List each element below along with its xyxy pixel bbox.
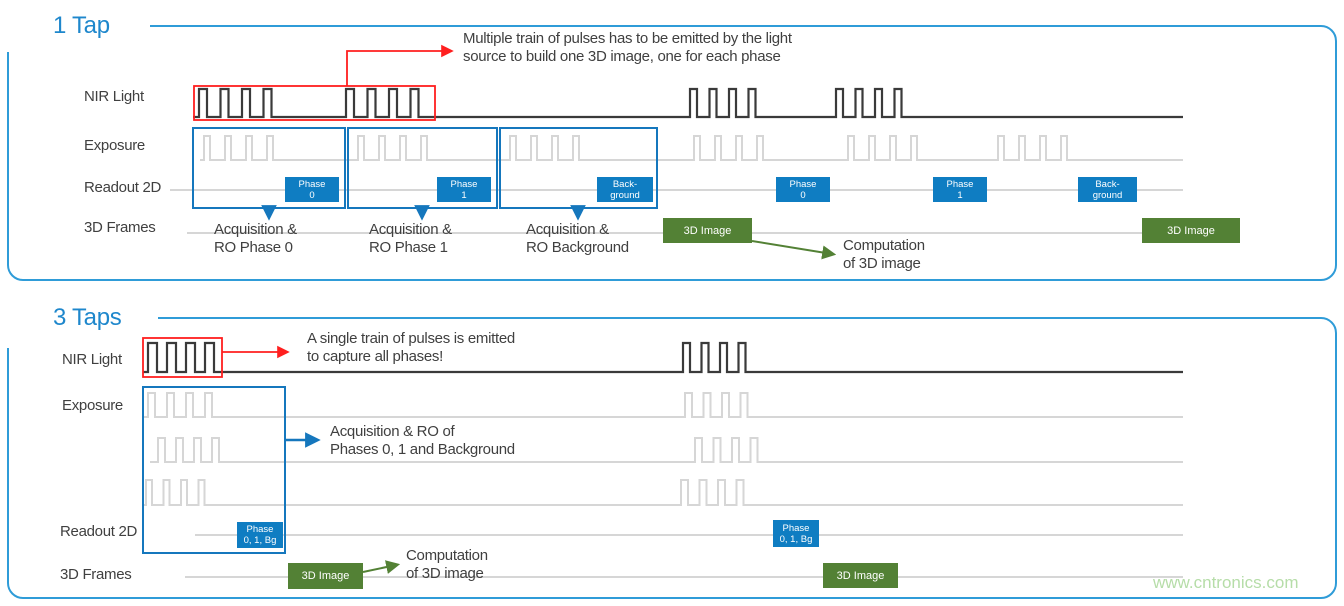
p1-acquisition-ro-phase1: Acquisition & RO Phase 1	[369, 221, 452, 257]
p2-readout-label-left: Phase 0, 1, Bg	[237, 522, 283, 548]
annotation-line: Multiple train of pulses has to be emitt…	[463, 30, 792, 47]
p1-computation-caption: Computation of 3D image	[843, 237, 925, 273]
label-line: 0	[309, 189, 315, 201]
caption-line: Phases 0, 1 and Background	[330, 441, 515, 458]
p2-pulse-train-annotation: A single train of pulses is emitted to c…	[307, 330, 515, 366]
p1-row-label-3d-frames: 3D Frames	[84, 219, 156, 236]
caption-line: RO Phase 0	[214, 239, 293, 256]
caption-line: Acquisition &	[214, 221, 297, 238]
label-line: 0, 1, Bg	[779, 533, 813, 545]
label-line: Phase	[450, 178, 478, 190]
caption-line: of 3D image	[406, 565, 484, 582]
label-line: Phase	[782, 522, 810, 534]
caption-line: Acquisition &	[526, 221, 609, 238]
label-line: 1	[461, 189, 467, 201]
label-line: 0	[800, 189, 806, 201]
label-line: ground	[1092, 189, 1123, 201]
label-line: Back-	[612, 178, 638, 190]
p1-pulse-train-annotation: Multiple train of pulses has to be emitt…	[463, 30, 792, 66]
p2-row-label-readout-2d: Readout 2D	[60, 523, 138, 540]
label-line: Phase	[246, 524, 274, 535]
p1-row-label-readout-2d: Readout 2D	[84, 179, 162, 196]
p2-3d-image-box-left: 3D Image	[288, 563, 363, 589]
label-line: 1	[957, 189, 963, 201]
p2-row-label-exposure: Exposure	[62, 397, 123, 414]
annotation-line: A single train of pulses is emitted	[307, 330, 515, 347]
label-line: Phase	[789, 178, 817, 190]
annotation-line: to capture all phases!	[307, 348, 443, 365]
caption-line: Acquisition & RO of	[330, 423, 455, 440]
p1-readout-label-background-right: Back- ground	[1078, 177, 1137, 202]
label-line: Back-	[1095, 178, 1120, 190]
p1-readout-label-phase1-right: Phase 1	[933, 177, 987, 202]
p1-acquisition-ro-background: Acquisition & RO Background	[526, 221, 629, 257]
caption-line: Acquisition &	[369, 221, 452, 238]
p2-readout-label-right: Phase 0, 1, Bg	[773, 520, 819, 547]
p1-row-label-exposure: Exposure	[84, 137, 145, 154]
annotation-line: source to build one 3D image, one for ea…	[463, 48, 781, 65]
panel-1-tap-frame	[7, 25, 1337, 281]
p2-row-label-3d-frames: 3D Frames	[60, 566, 132, 583]
panel-1-title: 1 Tap	[53, 12, 110, 39]
caption-line: of 3D image	[843, 255, 921, 272]
p1-readout-label-phase0-right: Phase 0	[776, 177, 830, 202]
p2-row-label-nir-light: NIR Light	[62, 351, 122, 368]
panel-3-taps-frame	[7, 317, 1337, 599]
caption-line: RO Background	[526, 239, 629, 256]
p1-row-label-nir-light: NIR Light	[84, 88, 144, 105]
caption-line: RO Phase 1	[369, 239, 448, 256]
panel-1-title-mask	[0, 4, 150, 52]
p2-acquisition-note: Acquisition & RO of Phases 0, 1 and Back…	[330, 423, 515, 459]
p2-computation-caption: Computation of 3D image	[406, 547, 488, 583]
watermark: www.cntronics.com	[1153, 573, 1299, 592]
p1-acquisition-ro-phase0: Acquisition & RO Phase 0	[214, 221, 297, 257]
label-line: 0, 1, Bg	[243, 535, 277, 546]
p1-readout-label-phase1-left: Phase 1	[437, 177, 491, 202]
p1-readout-label-phase0-left: Phase 0	[285, 177, 339, 202]
p1-readout-label-background-left: Back- ground	[597, 177, 653, 202]
p1-3d-image-box-right: 3D Image	[1142, 218, 1240, 243]
panel-2-title-mask	[0, 298, 158, 348]
p2-3d-image-box-right: 3D Image	[823, 563, 898, 588]
caption-line: Computation	[843, 237, 925, 254]
label-line: ground	[610, 189, 640, 201]
caption-line: Computation	[406, 547, 488, 564]
p1-3d-image-box-left: 3D Image	[663, 218, 752, 243]
label-line: Phase	[298, 178, 326, 190]
panel-2-title: 3 Taps	[53, 304, 122, 331]
label-line: Phase	[946, 178, 974, 190]
